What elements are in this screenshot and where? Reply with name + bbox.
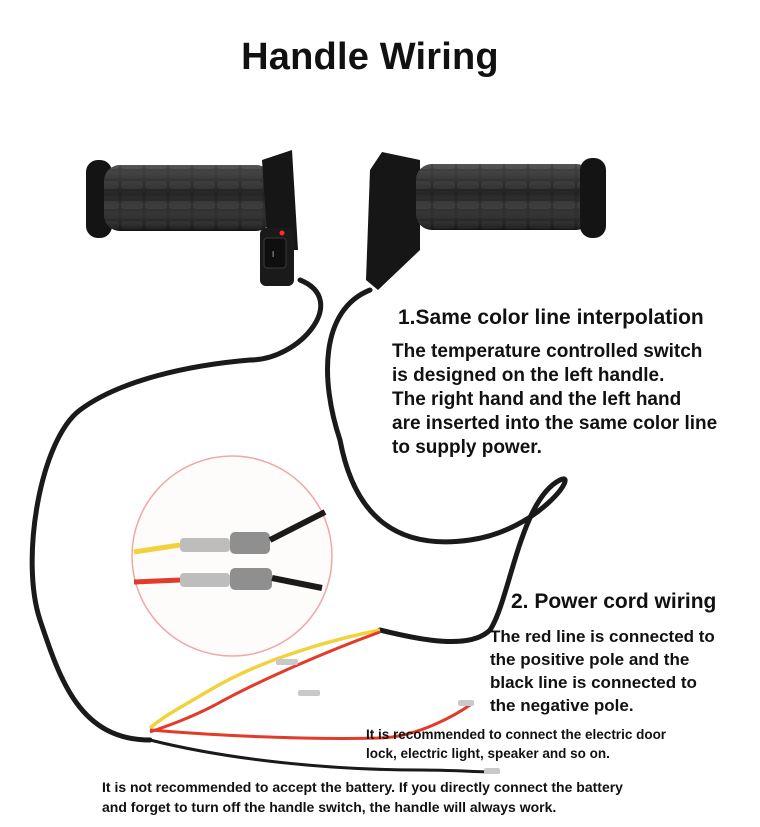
recommend-note: It is recommended to connect the electri…: [366, 727, 667, 761]
left-handle-cable: [29, 277, 324, 743]
svg-text:I: I: [272, 250, 274, 259]
left-heated-grip: [86, 150, 298, 286]
page-title: Handle Wiring: [241, 36, 499, 78]
section1-heading: 1.Same color line interpolation: [398, 306, 704, 329]
section2-body: The red line is connected to the positiv…: [490, 627, 715, 715]
rocker-switch: I: [263, 230, 287, 269]
section1-body: The temperature controlled switch is des…: [392, 341, 718, 458]
right-handle-cable: [325, 287, 568, 644]
power-wires: [148, 628, 500, 774]
right-heated-grip: [366, 152, 606, 290]
connector-inset: [131, 455, 333, 657]
section2-heading: 2. Power cord wiring: [511, 590, 717, 613]
warning-note: It is not recommended to accept the batt…: [102, 779, 623, 815]
